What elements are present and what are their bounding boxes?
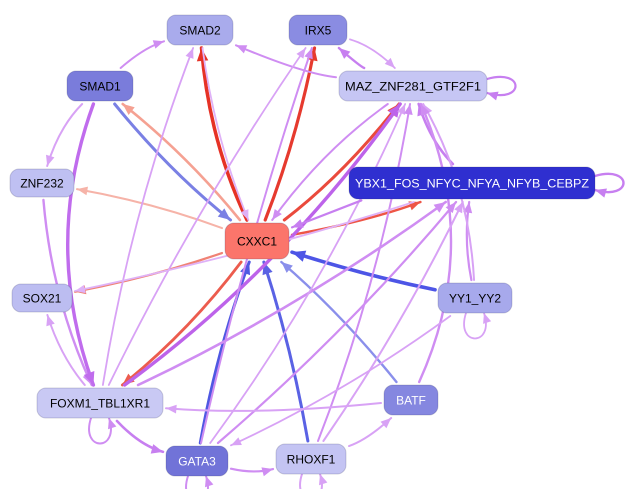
edge — [216, 200, 458, 445]
node-RHOXF1[interactable]: RHOXF1 — [275, 443, 347, 475]
edge-arrowhead — [77, 186, 89, 196]
edge — [262, 260, 310, 443]
edge-layer — [42, 38, 625, 489]
node-YY1_YY2[interactable]: YY1_YY2 — [437, 282, 513, 314]
edge-arrowhead — [272, 208, 282, 220]
edge-arrowhead — [445, 202, 457, 214]
edge — [299, 473, 323, 489]
node-SMAD2[interactable]: SMAD2 — [166, 14, 234, 46]
edge-arrowhead — [595, 188, 607, 198]
edge-arrowhead — [122, 104, 135, 115]
edge-arrowhead — [384, 57, 395, 68]
edge-arrowhead — [292, 219, 304, 228]
edge-arrowhead — [397, 104, 406, 115]
edge — [107, 47, 307, 386]
edge-arrowhead — [150, 444, 163, 454]
edge-arrowhead — [240, 209, 249, 220]
node-box[interactable] — [224, 222, 290, 260]
edge — [322, 201, 464, 442]
node-BATF[interactable]: BATF — [383, 384, 439, 416]
edge — [271, 103, 389, 221]
node-SMAD1[interactable]: SMAD1 — [66, 70, 134, 102]
edge — [121, 102, 242, 222]
edge-arrowhead — [487, 91, 499, 101]
edge-arrowhead — [483, 313, 492, 324]
edge-arrowhead — [380, 418, 392, 429]
edge — [230, 315, 452, 447]
node-box[interactable] — [275, 443, 347, 475]
node-box[interactable] — [66, 70, 134, 102]
edge-arrowhead — [304, 48, 313, 60]
edge — [88, 417, 112, 445]
edge — [201, 47, 250, 221]
edge — [417, 102, 453, 384]
node-box[interactable] — [165, 445, 229, 477]
edge — [66, 102, 96, 387]
node-CXXC1[interactable]: CXXC1 — [224, 222, 290, 260]
edge-arrowhead — [236, 45, 248, 54]
edge — [101, 47, 195, 386]
edge — [235, 44, 337, 79]
edge-arrowhead — [388, 104, 401, 118]
node-MAZ_ZNF281_GTF2F1[interactable]: MAZ_ZNF281_GTF2F1 — [338, 70, 488, 102]
edge-arrowhead — [185, 48, 194, 59]
node-box[interactable] — [36, 387, 164, 419]
node-GATA3[interactable]: GATA3 — [165, 445, 229, 477]
edge-arrowhead — [338, 48, 351, 59]
edge-arrowhead — [281, 262, 293, 273]
edge-arrowhead — [217, 208, 231, 220]
edge — [280, 260, 398, 384]
edge — [593, 172, 625, 194]
edge-arrowhead — [152, 40, 164, 49]
edge — [198, 260, 251, 445]
node-YBX1_FOS_NFYC_NFYA_NFYB_CEBPZ[interactable]: YBX1_FOS_NFYC_NFYA_NFYB_CEBPZ — [348, 166, 596, 200]
edge — [185, 475, 209, 489]
edge — [290, 200, 422, 237]
edge — [120, 260, 243, 387]
edge — [199, 46, 249, 222]
edge-arrowhead — [261, 467, 273, 477]
edge-arrowhead — [292, 250, 307, 262]
edge — [263, 46, 317, 222]
edge-arrowhead — [454, 202, 463, 214]
edge-arrowhead — [75, 284, 86, 294]
edge — [290, 199, 363, 229]
edge — [316, 103, 412, 442]
node-IRX5[interactable]: IRX5 — [288, 14, 348, 46]
edge-arrowhead — [205, 476, 214, 488]
edge-arrowhead — [83, 371, 95, 385]
edge-arrowhead — [166, 404, 177, 414]
edge-arrowhead — [296, 48, 306, 59]
edge — [282, 102, 401, 222]
edge-arrowhead — [319, 474, 328, 486]
edge-arrowhead — [122, 373, 135, 385]
node-box[interactable] — [437, 282, 513, 314]
edge-arrowhead — [403, 104, 413, 115]
edge — [136, 200, 448, 387]
edge-arrowhead — [231, 437, 242, 446]
edge — [463, 312, 487, 340]
node-FOXM1_TBL1XR1[interactable]: FOXM1_TBL1XR1 — [36, 387, 164, 419]
edge-arrowhead — [433, 202, 446, 213]
edge-arrowhead — [46, 154, 55, 166]
node-box[interactable] — [9, 168, 75, 198]
node-ZNF232[interactable]: ZNF232 — [9, 168, 75, 198]
node-box[interactable] — [383, 384, 439, 416]
edge — [485, 75, 517, 97]
edge — [165, 401, 382, 412]
node-box[interactable] — [338, 70, 488, 102]
edge-arrowhead — [46, 315, 55, 327]
node-box[interactable] — [348, 166, 596, 200]
edge — [76, 188, 223, 230]
edge-arrowhead — [108, 418, 117, 430]
node-box[interactable] — [288, 14, 348, 46]
node-box[interactable] — [11, 283, 73, 313]
edge-arrowhead — [420, 104, 430, 117]
node-box[interactable] — [166, 14, 234, 46]
node-SOX21[interactable]: SOX21 — [11, 283, 73, 313]
edge — [113, 102, 233, 222]
edge — [209, 103, 407, 444]
edge — [46, 314, 86, 386]
